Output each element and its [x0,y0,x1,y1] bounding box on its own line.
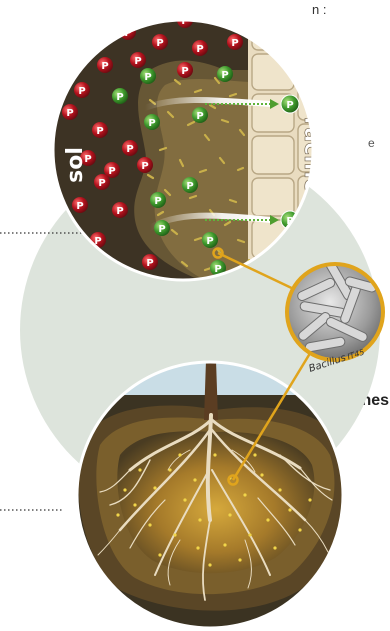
svg-text:P: P [196,111,203,122]
svg-text:P: P [148,118,155,129]
svg-text:P: P [76,201,83,212]
phosphate-green-sphere: P [192,107,208,123]
soil-label: sol [63,147,88,183]
svg-text:P: P [286,100,293,111]
phosphate-red-sphere: P [94,174,110,190]
phosphate-green-sphere: P [144,114,160,130]
svg-text:P: P [116,92,123,103]
svg-text:P: P [186,181,193,192]
plant-stem [204,360,218,420]
phosphate-red-sphere: P [137,157,153,173]
phosphate-red-sphere: P [62,104,78,120]
phosphate-red-sphere: P [92,122,108,138]
svg-text:P: P [98,178,105,189]
phosphate-red-sphere: P [130,52,146,68]
phosphate-green-sphere: P [182,177,198,193]
svg-text:P: P [181,66,188,77]
phosphate-green-sphere: P [154,220,170,236]
svg-text:P: P [156,38,163,49]
phosphate-green-sphere: P [140,68,156,84]
svg-text:P: P [231,38,238,49]
phosphate-red-sphere: P [192,40,208,56]
phosphate-red-sphere: P [177,62,193,78]
svg-text:P: P [221,14,228,25]
phosphate-red-sphere: P [97,57,113,73]
svg-text:P: P [101,61,108,72]
svg-text:P: P [66,108,73,119]
svg-text:P: P [108,166,115,177]
phosphate-red-sphere: P [122,140,138,156]
phosphate-red-sphere: P [227,34,243,50]
svg-text:P: P [196,44,203,55]
svg-text:P: P [221,70,228,81]
svg-text:P: P [116,206,123,217]
svg-text:P: P [206,236,213,247]
phosphate-green-sphere: P [217,10,233,26]
svg-text:P: P [96,126,103,137]
phosphate-green-sphere: P [112,88,128,104]
svg-text:P: P [146,258,153,269]
phosphate-red-sphere: P [112,202,128,218]
phosphate-red-sphere: P [152,34,168,50]
svg-text:P: P [78,86,85,97]
phosphate-red-sphere: P [142,254,158,270]
svg-text:P: P [144,72,151,83]
phosphate-red-sphere: P [72,197,88,213]
svg-text:P: P [134,56,141,67]
svg-text:P: P [154,196,161,207]
phosphate-green-sphere: P [281,95,299,113]
phosphate-green-sphere: P [217,66,233,82]
svg-text:P: P [126,144,133,155]
phosphate-green-sphere: P [202,232,218,248]
phosphate-red-sphere: P [74,82,90,98]
svg-text:P: P [141,161,148,172]
svg-text:P: P [158,224,165,235]
phosphate-green-sphere: P [150,192,166,208]
